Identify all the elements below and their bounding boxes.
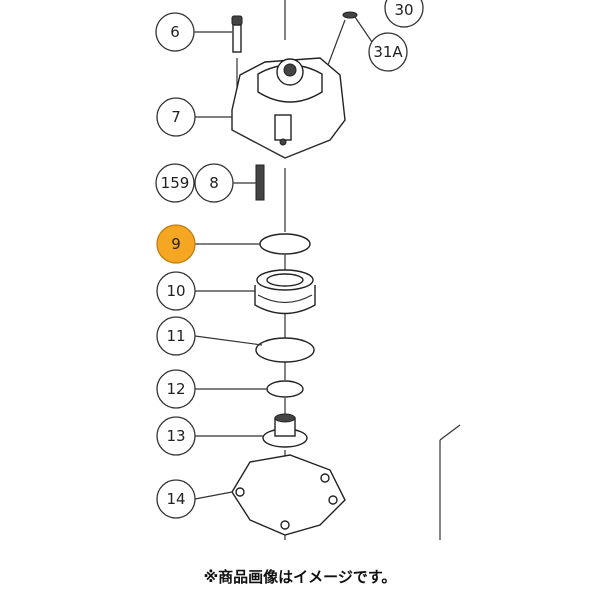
part-valve — [262, 413, 308, 448]
svg-text:8: 8 — [209, 174, 219, 192]
callout-9-highlighted[interactable]: 9 — [156, 224, 196, 264]
partial-part — [439, 424, 461, 441]
part-cylinder — [254, 269, 316, 315]
svg-text:31A: 31A — [373, 43, 403, 61]
part-oring — [259, 233, 311, 255]
callout-10[interactable]: 10 — [156, 271, 196, 311]
svg-text:30: 30 — [394, 1, 413, 19]
callout-31a[interactable]: 31A — [368, 32, 408, 72]
svg-text:13: 13 — [166, 427, 185, 445]
svg-text:10: 10 — [166, 282, 185, 300]
callout-8[interactable]: 8 — [194, 163, 234, 203]
part-oring — [266, 380, 304, 398]
image-disclaimer: ※商品画像はイメージです。 — [203, 568, 397, 586]
callout-159[interactable]: 159 — [155, 163, 195, 203]
svg-text:12: 12 — [166, 380, 185, 398]
part-pin — [342, 11, 358, 19]
svg-text:7: 7 — [171, 108, 181, 126]
part-gasket — [231, 454, 346, 536]
callout-13[interactable]: 13 — [156, 416, 196, 456]
callout-11[interactable]: 11 — [156, 316, 196, 356]
part-spring — [255, 164, 265, 201]
part-oring — [255, 337, 315, 363]
svg-text:14: 14 — [166, 490, 185, 508]
callout-14[interactable]: 14 — [156, 479, 196, 519]
svg-text:159: 159 — [161, 174, 190, 192]
callout-30[interactable]: 30 — [384, 0, 424, 28]
svg-text:9: 9 — [171, 235, 181, 253]
callout-6[interactable]: 6 — [155, 12, 195, 52]
svg-text:6: 6 — [170, 23, 180, 41]
callout-7[interactable]: 7 — [156, 97, 196, 137]
part-bolt — [231, 15, 243, 53]
svg-text:11: 11 — [166, 327, 185, 345]
part-housing — [231, 57, 346, 159]
callout-12[interactable]: 12 — [156, 369, 196, 409]
